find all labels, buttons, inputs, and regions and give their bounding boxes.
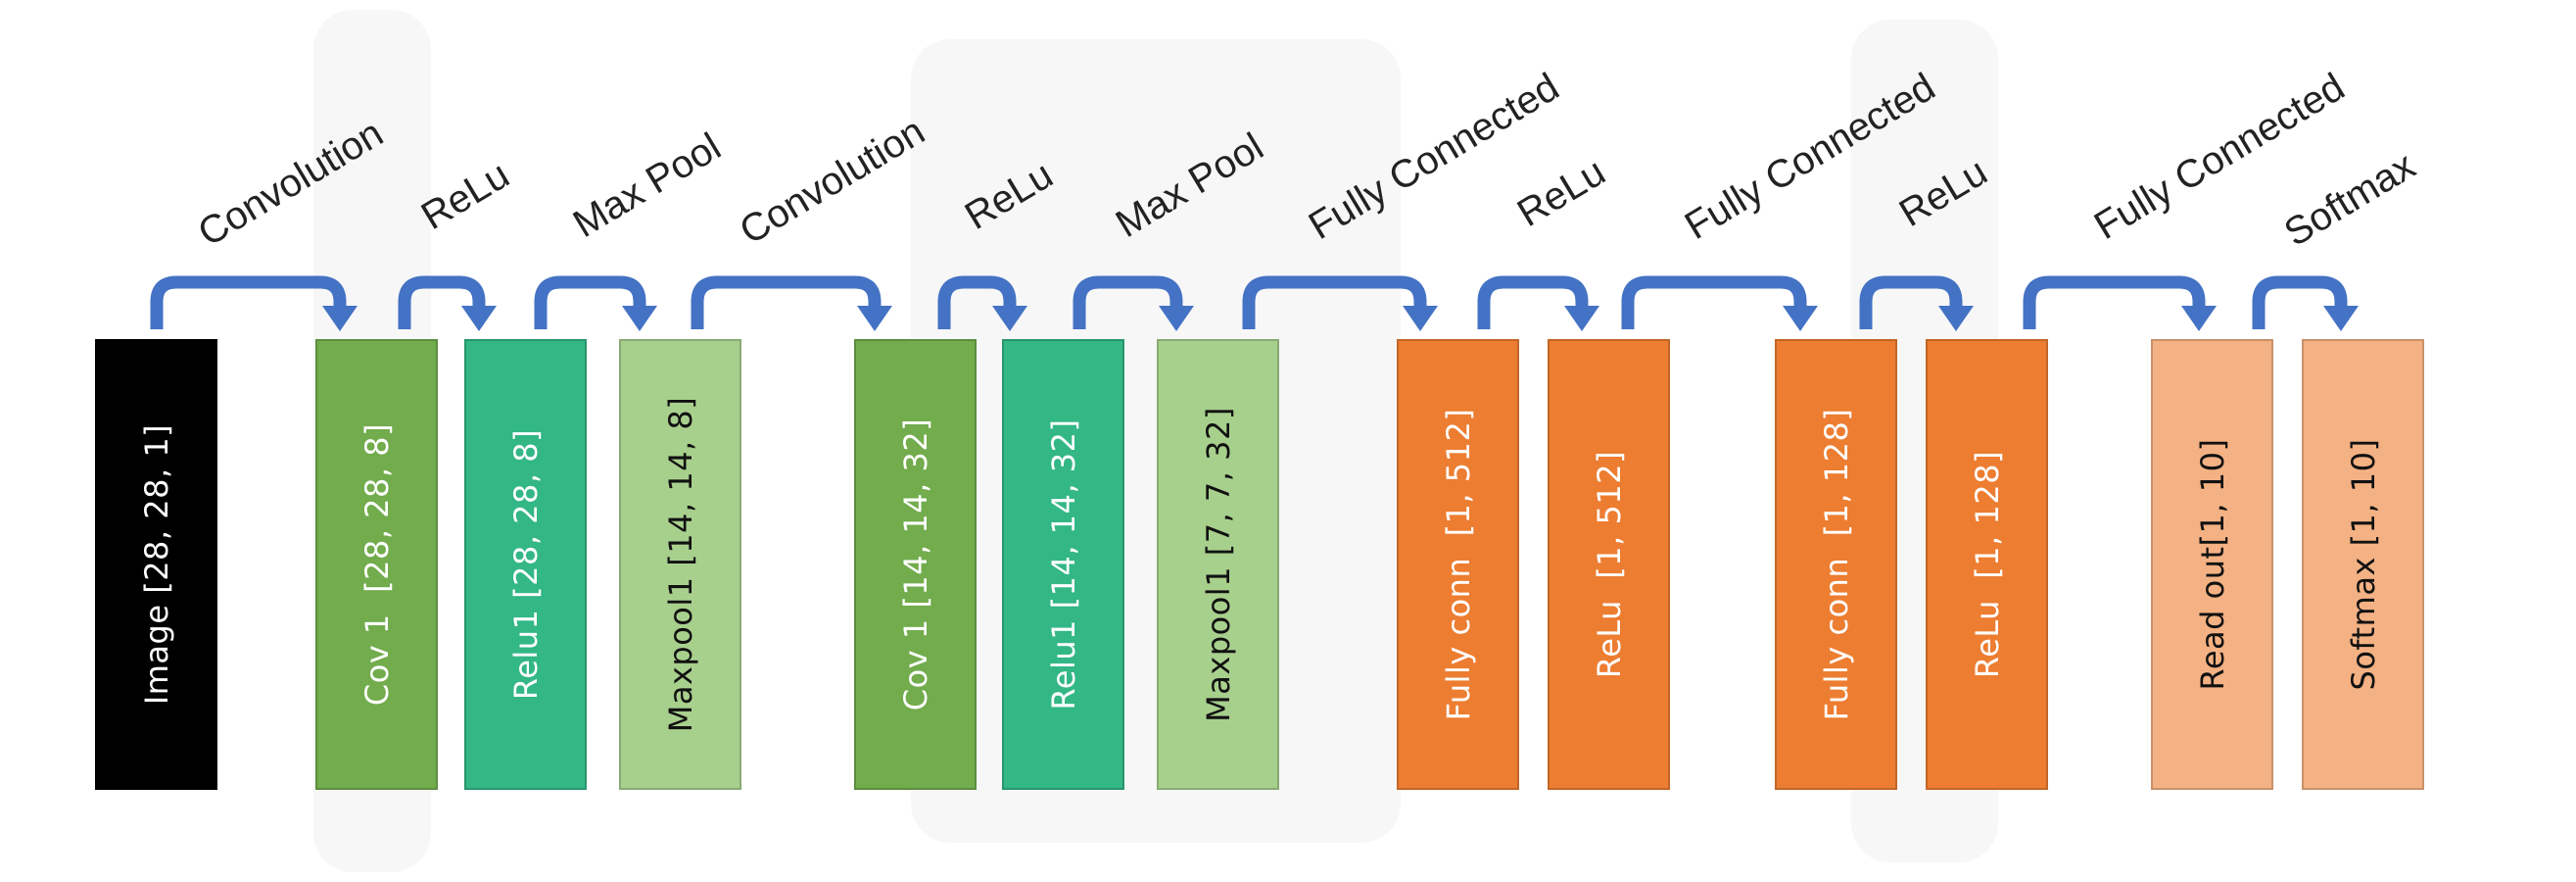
layer-label: Image [28, 28, 1] (137, 423, 175, 706)
flow-arrow (1621, 275, 1807, 329)
layer-block: Maxpool1 [7, 7, 32] (1157, 339, 1279, 790)
layer-label: Cov 1 [28, 28, 8] (358, 422, 396, 707)
layer-block: Maxpool1 [14, 14, 8] (619, 339, 741, 790)
layer-label: Fully conn [1, 128] (1817, 408, 1855, 721)
layer-block: Read out[1, 10] (2151, 339, 2273, 790)
flow-arrow (1477, 275, 1589, 329)
flow-arrow (1242, 275, 1427, 329)
flow-arrow (1073, 275, 1183, 329)
flow-arrow (937, 275, 1017, 329)
arrowhead (2181, 306, 2217, 331)
layer-block: ReLu [1, 512] (1548, 339, 1670, 790)
layer-label: Maxpool1 [14, 14, 8] (661, 396, 699, 733)
arrowhead (1403, 306, 1438, 331)
arrowhead (1938, 306, 1974, 331)
flow-arrow (398, 275, 486, 329)
flow-arrow (1859, 275, 1963, 329)
layer-label: ReLu [1, 512] (1590, 450, 1628, 679)
flow-arrow (150, 275, 347, 329)
arrowhead (622, 306, 657, 331)
layer-block: Cov 1 [14, 14, 32] (854, 339, 977, 790)
layer-label: Relu1 [28, 28, 8] (506, 428, 545, 701)
arrowhead (2323, 306, 2359, 331)
arrowhead (1159, 306, 1194, 331)
flow-arrow (691, 275, 882, 329)
background-watermark (911, 39, 1401, 843)
layer-label: Read out[1, 10] (2193, 438, 2231, 691)
layer-block: ReLu [1, 128] (1926, 339, 2048, 790)
layer-label: Relu1 [14, 14, 32] (1044, 418, 1082, 710)
layer-label: Fully conn [1, 512] (1439, 408, 1477, 721)
arrowhead (1783, 306, 1818, 331)
arrowhead (322, 306, 358, 331)
layer-block: Fully conn [1, 512] (1397, 339, 1519, 790)
flow-arrow (2023, 275, 2206, 329)
flow-arrow (2252, 275, 2348, 329)
arrowhead (992, 306, 1027, 331)
flow-arrow (534, 275, 646, 329)
layer-label: Maxpool1 [7, 7, 32] (1199, 407, 1237, 722)
layer-label: ReLu [1, 128] (1968, 450, 2006, 679)
layer-block: Relu1 [14, 14, 32] (1002, 339, 1124, 790)
layer-block: Image [28, 28, 1] (95, 339, 217, 790)
layer-label: Softmax [1, 10] (2344, 438, 2382, 691)
arrowhead (1564, 306, 1599, 331)
arrowhead (857, 306, 892, 331)
layer-block: Relu1 [28, 28, 8] (464, 339, 587, 790)
layer-label: Cov 1 [14, 14, 32] (896, 417, 934, 711)
layer-block: Softmax [1, 10] (2302, 339, 2424, 790)
layer-block: Cov 1 [28, 28, 8] (315, 339, 438, 790)
arrowhead (461, 306, 497, 331)
layer-block: Fully conn [1, 128] (1775, 339, 1897, 790)
